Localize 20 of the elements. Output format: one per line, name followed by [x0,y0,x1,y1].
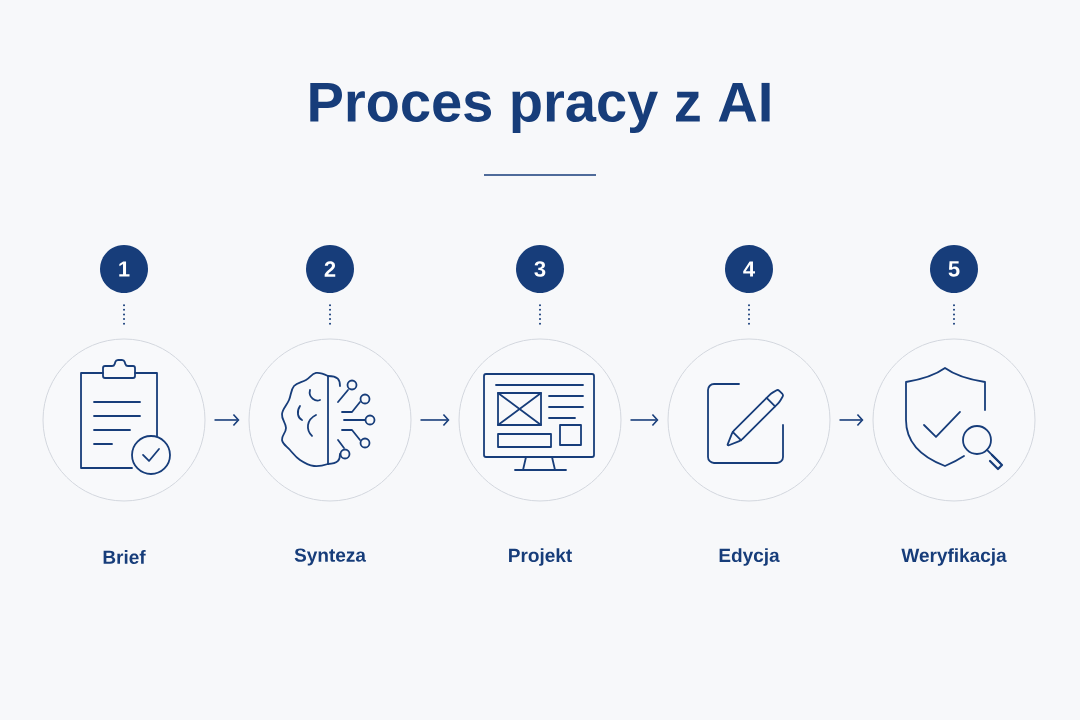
arrow [419,413,450,427]
dotted-connector [539,304,541,326]
number-badge: 5 [930,245,978,293]
arrow [838,413,864,427]
arrow [213,413,240,427]
step-label: Brief [103,550,146,564]
number-badge: 3 [516,245,564,293]
number-badge: 2 [306,245,354,293]
step-label: Synteza [294,548,366,566]
dotted-connector [123,304,125,326]
number-badge: 4 [725,245,773,293]
step-label: Weryfikacja [901,548,1007,566]
step-label: Projekt [509,548,572,566]
dotted-connector [748,304,750,326]
step-label: Edycja [719,548,780,566]
title: Proces pracy z AI [310,82,770,134]
dotted-connector [953,304,955,326]
dotted-connector [329,304,331,326]
number-badge: 1 [100,245,148,293]
arrow [629,413,659,427]
